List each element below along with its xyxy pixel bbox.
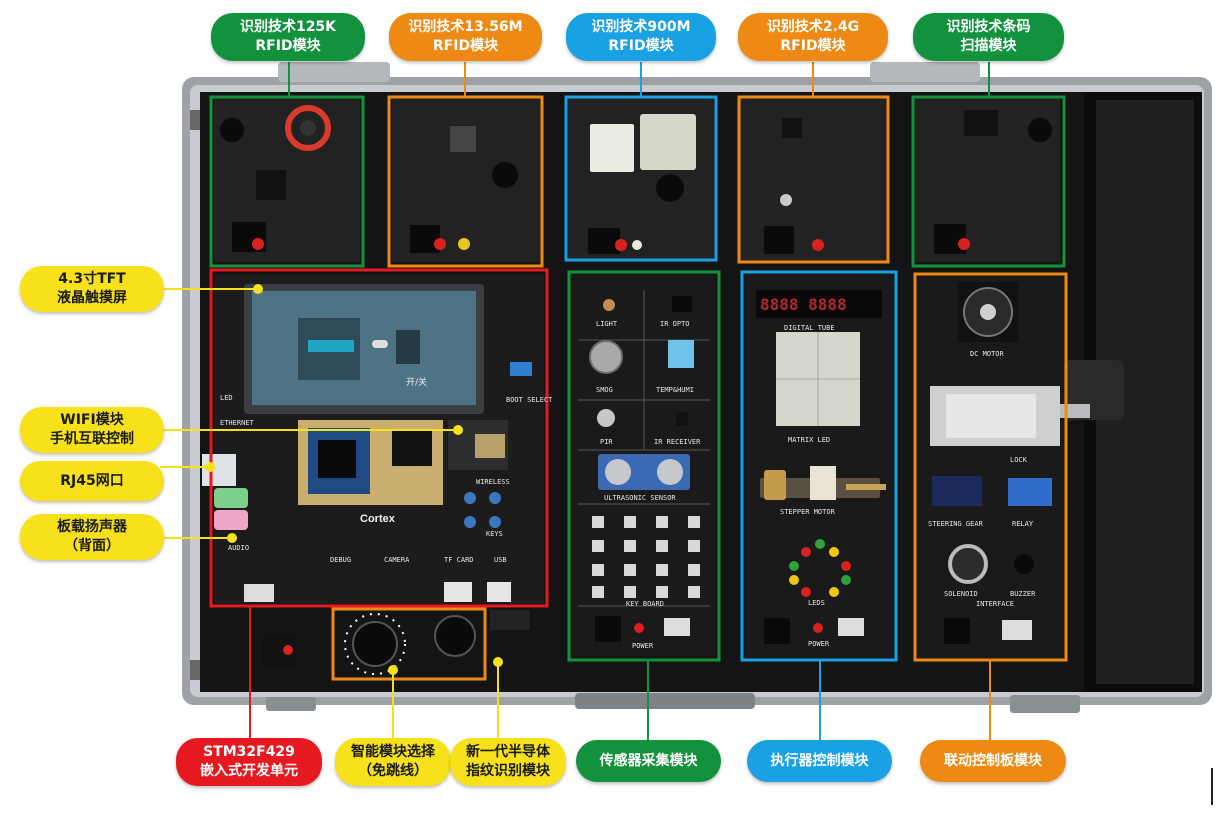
callout-lines-top (249, 62, 991, 742)
label-linkage: 联动控制板模块 (920, 740, 1066, 782)
label-actuator: 执行器控制模块 (747, 740, 892, 782)
label-rfid-900m: 识别技术900M RFID模块 (566, 13, 716, 61)
label-rfid-900m-line2: RFID模块 (608, 38, 674, 54)
label-wifi-line1: WIFI模块 (60, 412, 124, 428)
screen-onoff-label: 开/关 (406, 376, 427, 388)
callout-lines-yellow (160, 284, 503, 742)
label-sensor-line1: 传感器采集模块 (599, 752, 698, 769)
tube-digits: 8888 8888 (760, 295, 847, 314)
label-fingerprint-line2: 指纹识别模块 (466, 763, 550, 779)
label-stm32-line2: 嵌入式开发单元 (200, 763, 298, 779)
label-speaker-line1: 板载扬声器 (57, 519, 127, 535)
label-tft: 4.3寸TFT 液晶触摸屏 (20, 266, 164, 312)
digital-tube (756, 290, 882, 318)
silk-power-sensor: POWER (632, 642, 654, 650)
relay (1008, 478, 1052, 506)
label-rfid-125k-line1: 识别技术125K (239, 19, 337, 35)
silk-boot-select: BOOT SELECT (506, 396, 553, 404)
label-fingerprint: 新一代半导体 指纹识别模块 (450, 738, 566, 786)
silk-ethernet: ETHERNET (220, 419, 255, 427)
label-rfid-1356m-line1: 识别技术13.56M (408, 19, 523, 35)
silk-keyboard: KEY BOARD (626, 600, 664, 608)
silk-leds: LEDS (808, 599, 825, 607)
label-smart-select-line2: （免跳线） (358, 763, 428, 779)
silk-digital-tube: DIGITAL TUBE (784, 324, 835, 332)
label-stm32: STM32F429 嵌入式开发单元 (176, 738, 322, 786)
silk-stepper-motor: STEPPER MOTOR (780, 508, 836, 516)
handle (575, 693, 755, 709)
steering-gear (932, 476, 982, 506)
silk-interface: INTERFACE (976, 600, 1014, 608)
silk-dc-motor: DC MOTOR (970, 350, 1005, 358)
hinge-left (278, 62, 390, 82)
silk-led: LED (220, 394, 233, 402)
label-smart-select-line1: 智能模块选择 (351, 744, 435, 760)
frame-selector (331, 607, 487, 681)
label-speaker: 板载扬声器 （背面） (20, 514, 164, 560)
silk-lock: LOCK (1010, 456, 1028, 464)
frame-rfid-125k (209, 95, 365, 268)
label-wifi: WIFI模块 手机互联控制 (20, 407, 164, 453)
silk-ultrasonic: ULTRASONIC SENSOR (604, 494, 676, 502)
label-rfid-1356m-line2: RFID模块 (432, 38, 499, 54)
silk-power-actuator: POWER (808, 640, 830, 648)
silk-ir-receiver: IR RECEIVER (654, 438, 701, 446)
fingerprint-sensor (434, 615, 476, 657)
silk-pir: PIR (600, 438, 613, 446)
label-tft-line2: 液晶触摸屏 (57, 290, 127, 306)
label-speaker-line2: （背面） (64, 538, 120, 554)
silk-ir-opto: IR OPTO (660, 320, 690, 328)
solenoid (948, 544, 988, 584)
label-rfid-125k: 识别技术125K RFID模块 (211, 13, 365, 61)
label-barcode-line1: 识别技术条码 (946, 19, 1031, 35)
label-actuator-line1: 执行器控制模块 (770, 752, 869, 769)
label-fingerprint-line1: 新一代半导体 (466, 744, 550, 760)
silk-smog: SMOG (596, 386, 613, 394)
label-rfid-900m-line1: 识别技术900M (591, 19, 691, 35)
label-rj45-line1: RJ45网口 (60, 472, 124, 489)
hinge-right (870, 62, 980, 82)
silk-buzzer: BUZZER (1010, 590, 1036, 598)
label-rfid-24g: 识别技术2.4G RFID模块 (738, 13, 888, 61)
frame-stm32 (209, 268, 549, 608)
silk-temp-humi: TEMP&HUMI (656, 386, 694, 394)
label-rfid-125k-line2: RFID模块 (255, 38, 321, 54)
label-rfid-1356m: 识别技术13.56M RFID模块 (389, 13, 542, 61)
label-sensor: 传感器采集模块 (576, 740, 721, 782)
silk-keys: KEYS (486, 530, 503, 538)
label-linkage-line1: 联动控制板模块 (944, 752, 1042, 769)
silk-tf-card: TF CARD (444, 556, 474, 564)
label-rj45: RJ45网口 (20, 461, 164, 501)
silk-relay: RELAY (1012, 520, 1034, 528)
silk-light: LIGHT (596, 320, 618, 328)
silk-usb: USB (494, 556, 507, 564)
frame-sensor (567, 270, 721, 662)
label-rfid-24g-line1: 识别技术2.4G (766, 19, 860, 35)
label-barcode: 识别技术条码 扫描模块 (913, 13, 1064, 61)
select-knob (352, 621, 398, 667)
silk-solenoid: SOLENOID (944, 590, 978, 598)
label-barcode-line2: 扫描模块 (960, 38, 1017, 54)
silk-camera: CAMERA (384, 556, 410, 564)
silk-steering-gear: STEERING GEAR (928, 520, 984, 528)
led-ring (789, 539, 851, 597)
label-wifi-line2: 手机互联控制 (50, 431, 134, 447)
silk-wireless: WIRELESS (476, 478, 510, 486)
label-stm32-line1: STM32F429 (203, 744, 295, 760)
label-smart-select: 智能模块选择 （免跳线） (335, 738, 451, 786)
label-rfid-24g-line2: RFID模块 (780, 38, 846, 54)
silk-audio: AUDIO (228, 544, 249, 552)
label-tft-line1: 4.3寸TFT (58, 271, 126, 287)
silk-matrix-led: MATRIX LED (788, 436, 830, 444)
silk-cortex: Cortex (360, 513, 396, 525)
silk-debug: DEBUG (330, 556, 351, 564)
